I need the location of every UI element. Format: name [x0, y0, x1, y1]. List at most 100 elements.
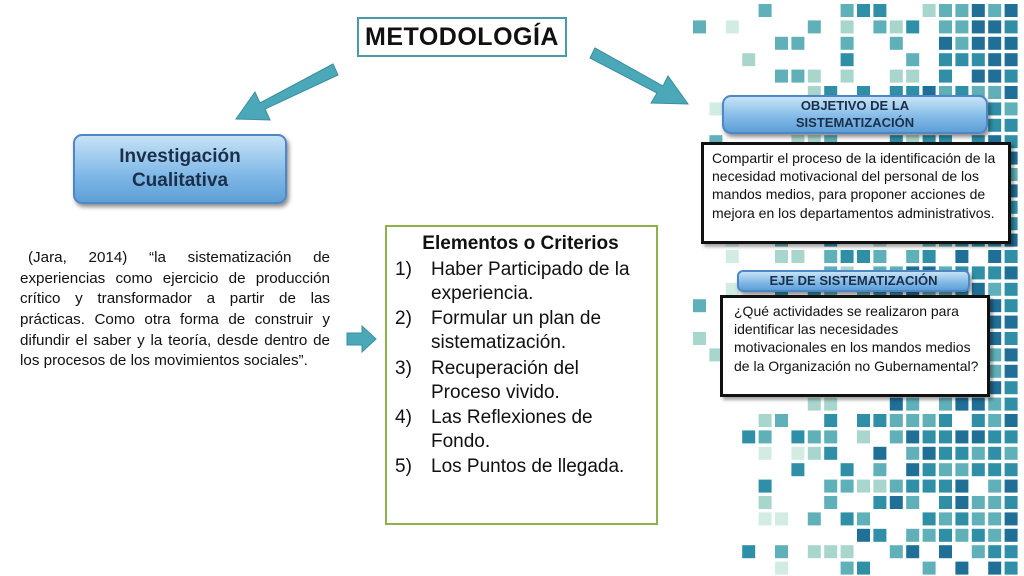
mosaic-tile [988, 561, 1002, 575]
mosaic-tile [906, 53, 920, 67]
mosaic-tile [742, 53, 756, 67]
criteria-item-text: Los Puntos de llegada. [431, 456, 625, 477]
mosaic-tile [971, 463, 985, 477]
mosaic-tile [840, 4, 854, 17]
mosaic-tile [988, 102, 1002, 116]
mosaic-tile [971, 496, 985, 509]
mosaic-tile [824, 496, 838, 509]
mosaic-tile [922, 528, 936, 542]
mosaic-tile [791, 446, 805, 460]
mosaic-tile [988, 20, 1002, 34]
mosaic-tile [1004, 545, 1018, 559]
mosaic-tile [857, 528, 870, 542]
criteria-item-text: Haber Participado de la experiencia. [431, 259, 630, 305]
mosaic-tile [939, 69, 952, 83]
mosaic-tile [988, 528, 1002, 542]
mosaic-tile [939, 479, 952, 493]
mosaic-tile [922, 463, 936, 477]
mosaic-tile [922, 4, 936, 17]
mosaic-tile [955, 20, 969, 34]
mosaic-tile [775, 250, 788, 263]
mosaic-tile [1004, 36, 1018, 50]
mosaic-tile [971, 69, 985, 83]
mosaic-tile [955, 528, 969, 542]
mosaic-tile [1004, 250, 1018, 263]
mosaic-tile [791, 463, 805, 477]
mosaic-tile [988, 545, 1002, 559]
mosaic-tile [824, 397, 838, 411]
mosaic-tile [955, 479, 969, 493]
mosaic-tile [1004, 446, 1018, 460]
mosaic-tile [824, 446, 838, 460]
mosaic-tile [906, 446, 920, 460]
eje-text: ¿Qué actividades se realizaron para iden… [734, 303, 979, 374]
mosaic-tile [906, 20, 920, 34]
mosaic-tile [873, 250, 887, 263]
mosaic-tile [857, 414, 870, 427]
mosaic-tile [840, 250, 854, 263]
mosaic-tile [709, 348, 723, 362]
criteria-box: Elementos o Criterios 1)Haber Participad… [385, 225, 658, 525]
mosaic-tile [1004, 315, 1018, 329]
mosaic-tile [857, 512, 870, 526]
criteria-item-number: 3) [395, 357, 412, 379]
mosaic-tile [906, 463, 920, 477]
eje-header: EJE DE SISTEMATIZACIÓN [737, 270, 970, 292]
mosaic-tile [889, 397, 903, 411]
mosaic-tile [988, 332, 1002, 345]
mosaic-tile [775, 36, 788, 50]
mosaic-tile [1004, 20, 1018, 34]
mosaic-tile [742, 430, 756, 444]
objetivo-text: Compartir el proceso de la identificació… [712, 150, 996, 221]
mosaic-tile [824, 479, 838, 493]
mosaic-tile [955, 512, 969, 526]
criteria-item-text: Las Reflexiones de Fondo. [431, 406, 593, 452]
mosaic-tile [939, 414, 952, 427]
criteria-item: 5)Los Puntos de llegada. [395, 455, 646, 479]
mosaic-tile [971, 4, 985, 17]
mosaic-tile [873, 528, 887, 542]
criteria-item-number: 4) [395, 406, 412, 428]
mosaic-tile [873, 20, 887, 34]
mosaic-tile [889, 20, 903, 34]
mosaic-tile [988, 348, 1002, 362]
mosaic-tile [725, 20, 739, 34]
criteria-item-text: Formular un plan de sistematización. [431, 308, 602, 354]
mosaic-tile [758, 479, 772, 493]
criteria-item: 4) Las Reflexiones de Fondo. [395, 406, 646, 454]
mosaic-tile [873, 463, 887, 477]
mosaic-tile [693, 299, 706, 313]
mosaic-tile [955, 53, 969, 67]
mosaic-tile [971, 512, 985, 526]
mosaic-tile [955, 430, 969, 444]
mosaic-tile [1004, 332, 1018, 345]
mosaic-tile [1004, 86, 1018, 99]
mosaic-tile [1004, 69, 1018, 83]
mosaic-tile [906, 250, 920, 263]
arrow-right [346, 324, 377, 354]
mosaic-tile [889, 430, 903, 444]
mosaic-tile [791, 430, 805, 444]
mosaic-tile [758, 446, 772, 460]
mosaic-tile [824, 430, 838, 444]
jara-quote: (Jara, 2014) “la sistematización de expe… [20, 248, 330, 372]
mosaic-tile [1004, 381, 1018, 395]
investigacion-label-line2: Cualitativa [131, 170, 229, 191]
criteria-item: 1)Haber Participado de la experiencia. [395, 258, 646, 306]
mosaic-tile [1004, 414, 1018, 427]
mosaic-tile [1004, 561, 1018, 575]
mosaic-tile [1004, 118, 1018, 132]
mosaic-tile [824, 250, 838, 263]
mosaic-tile [988, 282, 1002, 296]
mosaic-tile [840, 561, 854, 575]
mosaic-tile [988, 512, 1002, 526]
mosaic-tile [988, 315, 1002, 329]
mosaic-tile [906, 414, 920, 427]
mosaic-tile [758, 4, 772, 17]
mosaic-tile [988, 36, 1002, 50]
mosaic-tile [857, 479, 870, 493]
mosaic-tile [873, 446, 887, 460]
mosaic-tile [807, 545, 821, 559]
mosaic-tile [939, 4, 952, 17]
